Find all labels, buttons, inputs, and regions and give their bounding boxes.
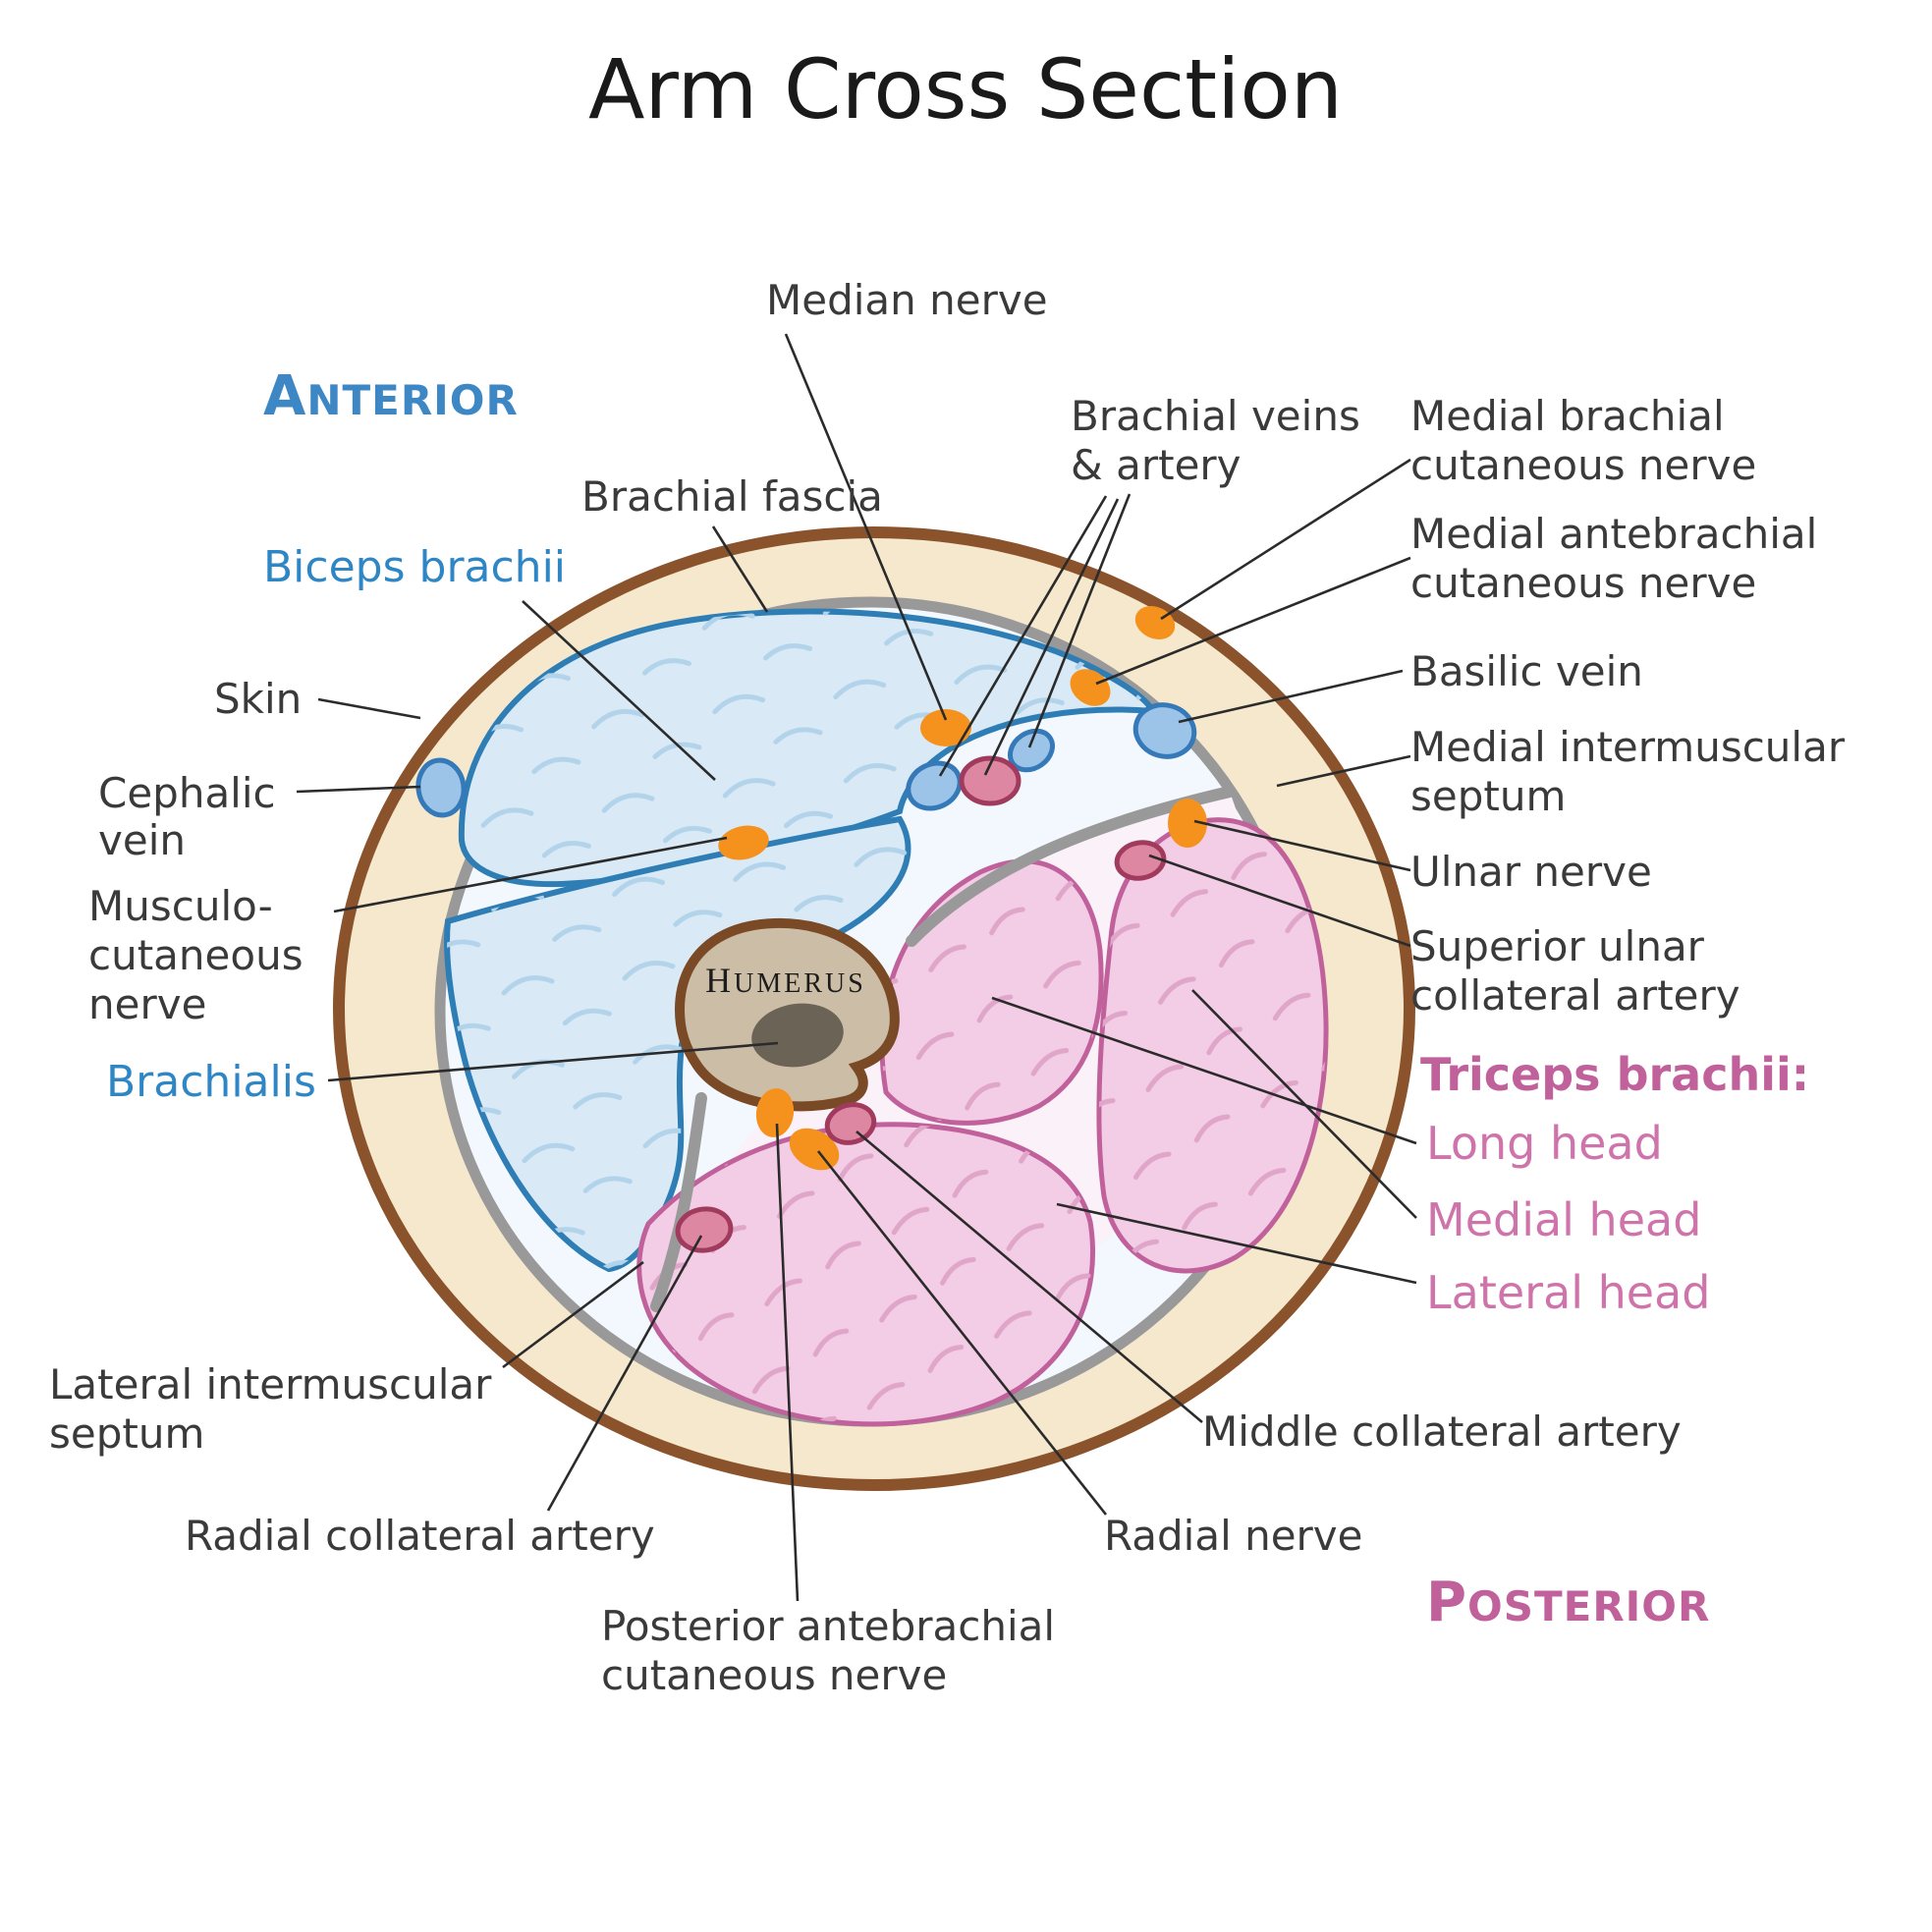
musculocutaneous-line — [333, 836, 728, 913]
radial-collateral-label: Radial collateral artery — [185, 1512, 655, 1560]
medial-head-label: Medial head — [1426, 1193, 1701, 1246]
medial-antebrachial-cutaneous-nerve-dot — [1070, 669, 1111, 706]
ulnar-nerve-line — [1193, 819, 1411, 872]
posterior-antebrachial-cutaneous-nerve-dot — [755, 1088, 795, 1137]
middle-collateral-artery-dot — [824, 1102, 877, 1145]
triceps-header-label: Triceps brachii: — [1420, 1048, 1809, 1101]
brachial-vein-dot-2 — [1008, 728, 1055, 773]
ulnar-nerve-label: Ulnar nerve — [1410, 848, 1652, 896]
medial-brachial-line — [1160, 458, 1411, 621]
basilic-vein-line — [1178, 669, 1404, 724]
medial-antebrachial-line — [1095, 556, 1411, 686]
brachialis-line — [327, 1041, 779, 1082]
page-title: Arm Cross Section — [588, 41, 1343, 138]
cephalic-vein-line — [296, 785, 421, 794]
superior-ulnar-line — [1148, 854, 1411, 948]
long-head-line — [991, 996, 1417, 1145]
lateral-head-label: Lateral head — [1426, 1266, 1711, 1319]
long-head-label: Long head — [1426, 1117, 1663, 1170]
medullary-cavity — [751, 1003, 844, 1068]
brachial-vein-dot-1 — [906, 760, 963, 811]
lateral-intermuscular-septum — [650, 1092, 707, 1312]
radial-nerve-label: Radial nerve — [1104, 1512, 1363, 1560]
brachial-vessels-line-3 — [1027, 493, 1132, 748]
anterior-label: ANTERIOR — [263, 364, 519, 428]
radial-nerve-line — [816, 1150, 1108, 1516]
humerus-bone: HUMERUS — [674, 917, 900, 1112]
vein-dots — [415, 702, 1197, 818]
skin-line — [317, 697, 421, 720]
posterior-label: POSTERIOR — [1426, 1571, 1710, 1634]
brachial-fascia-line — [711, 525, 769, 613]
radial-collateral-line — [546, 1235, 703, 1512]
posterior-antebrachial-line — [775, 1123, 800, 1602]
brachial-fascia-label: Brachial fascia — [581, 472, 883, 521]
leader-lines — [296, 333, 1417, 1602]
biceps-label: Biceps brachii — [263, 542, 566, 592]
black-labels: Median nerve Brachial veins& artery Medi… — [49, 276, 1846, 1699]
lateral-head-line — [1056, 1202, 1417, 1285]
radial-collateral-artery-dot — [675, 1206, 734, 1253]
cross-section: HUMERUS — [333, 526, 1415, 1491]
superior-ulnar-collateral-artery-dot — [1114, 840, 1167, 881]
artery-dots — [675, 755, 1167, 1253]
nerve-dots — [718, 605, 1207, 1171]
basilic-vein-label: Basilic vein — [1410, 647, 1643, 695]
musculocutaneous-nerve-dot — [718, 825, 769, 860]
median-nerve-label: Median nerve — [766, 276, 1048, 324]
ulnar-nerve-dot — [1168, 799, 1207, 848]
cephalic-vein-dot — [415, 757, 467, 818]
brachialis-label: Brachialis — [106, 1057, 316, 1107]
basilic-vein-dot — [1132, 702, 1197, 759]
triceps-head-labels: Long head Medial head Lateral head — [1426, 1117, 1711, 1319]
medial-septum-line — [1276, 754, 1411, 788]
biceps-line — [522, 600, 716, 781]
medial-brachial-cutaneous-nerve-dot — [1134, 605, 1176, 640]
median-nerve-line — [784, 333, 948, 721]
brachial-artery-dot — [959, 755, 1021, 806]
middle-collateral-label: Middle collateral artery — [1202, 1408, 1682, 1456]
lateral-septum-line — [502, 1260, 644, 1369]
radial-nerve-dot — [789, 1128, 840, 1171]
brachial-vessels-line-2 — [983, 498, 1120, 776]
brachial-vessels-line-1 — [938, 495, 1108, 777]
skin-label: Skin — [214, 675, 302, 723]
brachial-vessels-label: Brachial veins& artery — [1071, 392, 1360, 489]
humerus-label: HUMERUS — [705, 961, 866, 1000]
median-nerve-dot — [920, 709, 971, 746]
medial-head-line — [1191, 989, 1417, 1219]
middle-collateral-line — [856, 1131, 1203, 1423]
